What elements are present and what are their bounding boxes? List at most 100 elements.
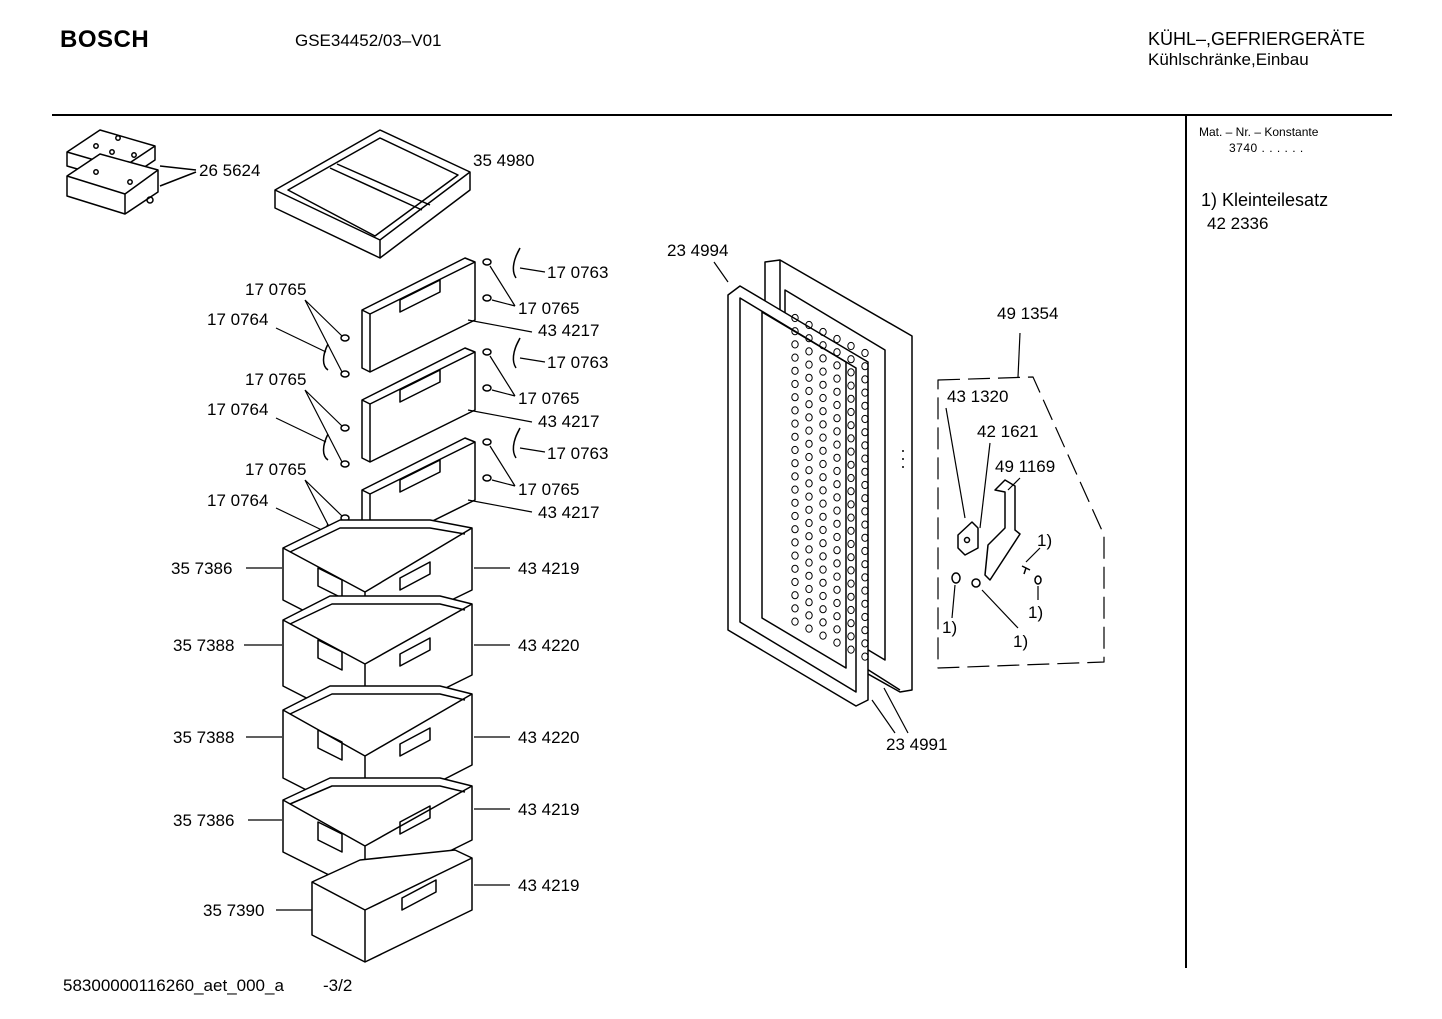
- liner-dimple: [819, 433, 827, 442]
- liner-dimple: [833, 559, 841, 568]
- liner-dimple: [847, 473, 855, 483]
- liner-dimple: [833, 440, 841, 449]
- liner-dimple: [819, 341, 827, 350]
- liner-dimple: [819, 420, 827, 429]
- flap-leaders: [275, 265, 546, 553]
- liner-dimple: [819, 367, 827, 376]
- liner-dimple: [861, 612, 869, 622]
- liner-dimple: [833, 427, 841, 436]
- liner-dimple: [791, 511, 799, 521]
- liner-dimple: [805, 452, 813, 462]
- liner-dimple: [861, 573, 869, 582]
- label-357388-a: 35 7388: [173, 636, 234, 655]
- liner-dimple: [847, 605, 855, 615]
- liner-dimple: [847, 434, 855, 443]
- label-357386-b: 35 7386: [173, 811, 234, 830]
- label-434219-b: 43 4219: [518, 800, 579, 819]
- liner-dimple: [833, 453, 841, 462]
- liner-dimple: [819, 552, 827, 561]
- liner-dimple: [847, 632, 855, 641]
- liner-dimple: [833, 546, 841, 555]
- liner-dimple: [805, 545, 813, 554]
- liner-dimple: [847, 500, 855, 509]
- liner-dimple: [819, 591, 827, 601]
- brand-logo: BOSCH: [60, 26, 150, 53]
- liner-dimple: [791, 485, 799, 494]
- label-491169: 49 1169: [995, 457, 1055, 476]
- label-170765-c: 17 0765: [518, 389, 579, 408]
- label-431320: 43 1320: [947, 387, 1008, 406]
- liner-dimple: [861, 546, 869, 556]
- sidebar-divider: [1185, 116, 1187, 968]
- liner-dimple: [805, 400, 813, 409]
- liner-dimple: [819, 512, 827, 521]
- liner-dimple: [833, 348, 841, 357]
- liner-dimple: [833, 585, 841, 594]
- liner-dimple: [833, 334, 841, 344]
- header-divider: [52, 114, 1392, 116]
- drawer-leaders: [244, 567, 510, 911]
- liner-dimple: [805, 492, 813, 501]
- liner-dimple: [847, 421, 855, 430]
- liner-dimple: [833, 480, 841, 489]
- liner-dimple: [861, 639, 869, 648]
- label-265624: 26 5624: [199, 161, 260, 180]
- liner-dimple: [819, 539, 827, 548]
- liner-dimple: [847, 553, 855, 562]
- liner-dimple: [791, 432, 799, 441]
- liner-dimple: [833, 572, 841, 581]
- document-id: 58300000116260_aet_000_a: [63, 976, 284, 995]
- liner-dimple: [861, 652, 869, 661]
- label-434220-a: 43 4220: [518, 636, 579, 655]
- category-subtitle: Kühlschränke,Einbau: [1148, 50, 1309, 69]
- liner-dimple: [805, 439, 813, 448]
- leader-265624: [159, 165, 197, 187]
- label-357386-a: 35 7386: [171, 559, 232, 578]
- liner-dimple: [847, 460, 855, 469]
- liner-dimple: [847, 341, 855, 351]
- liner-dimple: [861, 586, 869, 595]
- liner-dimple: [805, 505, 813, 514]
- liner-dimple: [819, 327, 827, 337]
- liner-dimple: [819, 446, 827, 455]
- label-434217-a: 43 4217: [538, 321, 599, 340]
- liner-dimple: [819, 380, 827, 389]
- liner-dimple: [833, 387, 841, 396]
- liner-dimple: [819, 618, 827, 627]
- liner-dimple: [861, 414, 869, 424]
- liner-dimple: [819, 393, 827, 403]
- liner-dimple: [805, 360, 813, 369]
- liner-dimple: [805, 598, 813, 607]
- hinge-block-bottom: [66, 153, 159, 215]
- liner-dimple: [847, 579, 855, 588]
- liner-dimple: [833, 414, 841, 423]
- liner-dimple: [805, 611, 813, 620]
- label-kit-3: 1): [942, 618, 957, 637]
- label-170764-c: 17 0764: [207, 491, 268, 510]
- flap-2: [361, 347, 476, 463]
- liner-dimple: [805, 532, 813, 541]
- liner-dimple: [861, 560, 869, 569]
- label-234994: 23 4994: [667, 241, 728, 260]
- liner-dimple: [791, 617, 799, 626]
- label-170765-e: 17 0765: [518, 480, 579, 499]
- liner-dimple: [805, 558, 813, 567]
- liner-dimple: [791, 419, 799, 428]
- liner-dimple: [861, 375, 869, 384]
- liner-dimple: [819, 578, 827, 587]
- label-170763-a: 17 0763: [547, 263, 608, 282]
- liner-dimple: [805, 624, 813, 633]
- label-234991: 23 4991: [886, 735, 947, 754]
- hinge-bracket: [951, 479, 1042, 588]
- liner-dimple: [805, 479, 813, 488]
- liner-dimple: [791, 406, 799, 415]
- liner-dimple: [833, 506, 841, 515]
- liner-dimple: [791, 327, 799, 336]
- liner-dimple: [847, 381, 855, 390]
- label-491354: 49 1354: [997, 304, 1058, 323]
- liner-dimple: [819, 565, 827, 574]
- liner-dimple: [847, 645, 855, 654]
- liner-dimple: [805, 386, 813, 396]
- liner-dimple: [819, 459, 827, 469]
- liner-dimple: [791, 366, 799, 375]
